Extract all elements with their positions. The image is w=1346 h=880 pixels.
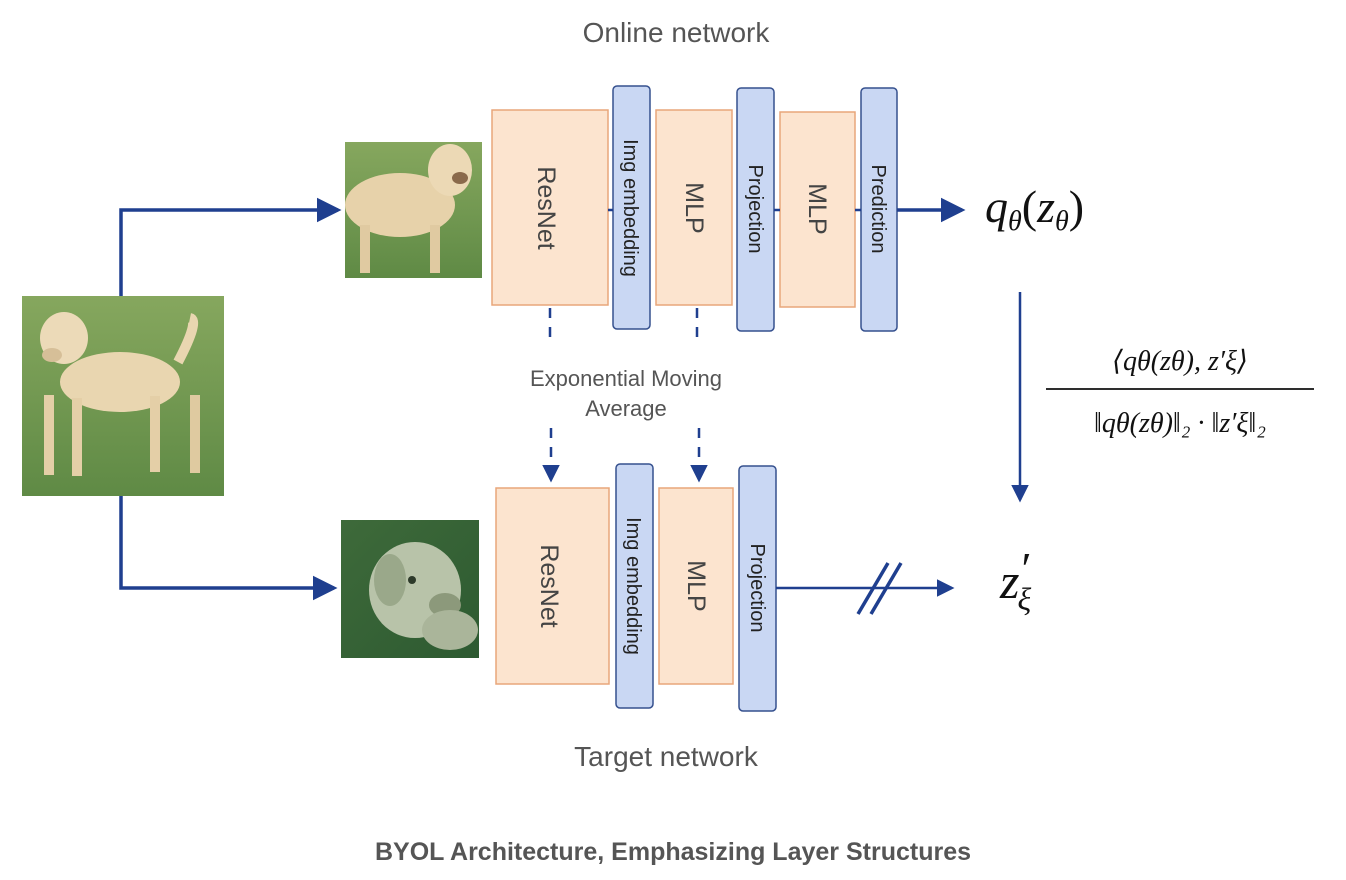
target-mlp-block: MLP <box>658 487 734 685</box>
svg-text:z′ξ: z′ξ <box>999 543 1032 617</box>
svg-text:Img embedding: Img embedding <box>619 139 641 277</box>
similarity-numerator: ⟨qθ(zθ), z′ξ⟩ <box>1112 346 1248 377</box>
target-resnet-block: ResNet <box>495 487 610 685</box>
online-view-image <box>345 142 482 278</box>
online-output-label: qθ(zθ) <box>985 181 1084 237</box>
target-output-label: z′ξ <box>999 543 1032 617</box>
ema-label-line1: Exponential Moving <box>530 366 722 391</box>
input-dog-image <box>22 296 224 496</box>
online-mlp-block-2: MLP <box>779 111 856 308</box>
svg-text:Projection: Projection <box>746 544 768 633</box>
online-branch-arrow <box>119 197 342 296</box>
target-projection-block: Projection <box>738 465 777 712</box>
online-mlp-block-1: MLP <box>655 109 733 306</box>
target-img-embedding-block: Img embedding <box>615 463 654 709</box>
target-view-image <box>341 520 479 658</box>
svg-text:ResNet: ResNet <box>532 166 560 249</box>
ema-label-line2: Average <box>585 396 667 421</box>
svg-text:Img embedding: Img embedding <box>622 517 644 655</box>
stop-gradient-slash-2 <box>869 562 903 615</box>
svg-text:MLP: MLP <box>803 183 831 234</box>
similarity-denominator: ‖qθ(zθ)‖₂ · ‖z′ξ‖₂ <box>1094 408 1266 439</box>
figure-caption: BYOL Architecture, Emphasizing Layer Str… <box>375 838 971 866</box>
svg-text:qθ(zθ): qθ(zθ) <box>985 181 1084 237</box>
target-branch-arrow <box>119 496 338 601</box>
svg-text:MLP: MLP <box>680 182 708 233</box>
svg-text:MLP: MLP <box>682 560 710 611</box>
svg-text:Projection: Projection <box>744 165 766 254</box>
online-prediction-block: Prediction <box>860 87 898 332</box>
online-projection-block: Projection <box>736 87 775 332</box>
byol-diagram: Online network Target network ResNet <box>22 17 1314 772</box>
target-network-title: Target network <box>574 741 759 772</box>
stop-gradient-slash-1 <box>856 562 890 615</box>
similarity-formula: ⟨qθ(zθ), z′ξ⟩ ‖qθ(zθ)‖₂ · ‖z′ξ‖₂ <box>1046 346 1314 439</box>
online-network-title: Online network <box>583 17 771 48</box>
svg-text:Prediction: Prediction <box>867 165 889 254</box>
online-resnet-block: ResNet <box>491 109 609 306</box>
online-img-embedding-block: Img embedding <box>612 85 651 330</box>
svg-text:ResNet: ResNet <box>535 544 563 627</box>
